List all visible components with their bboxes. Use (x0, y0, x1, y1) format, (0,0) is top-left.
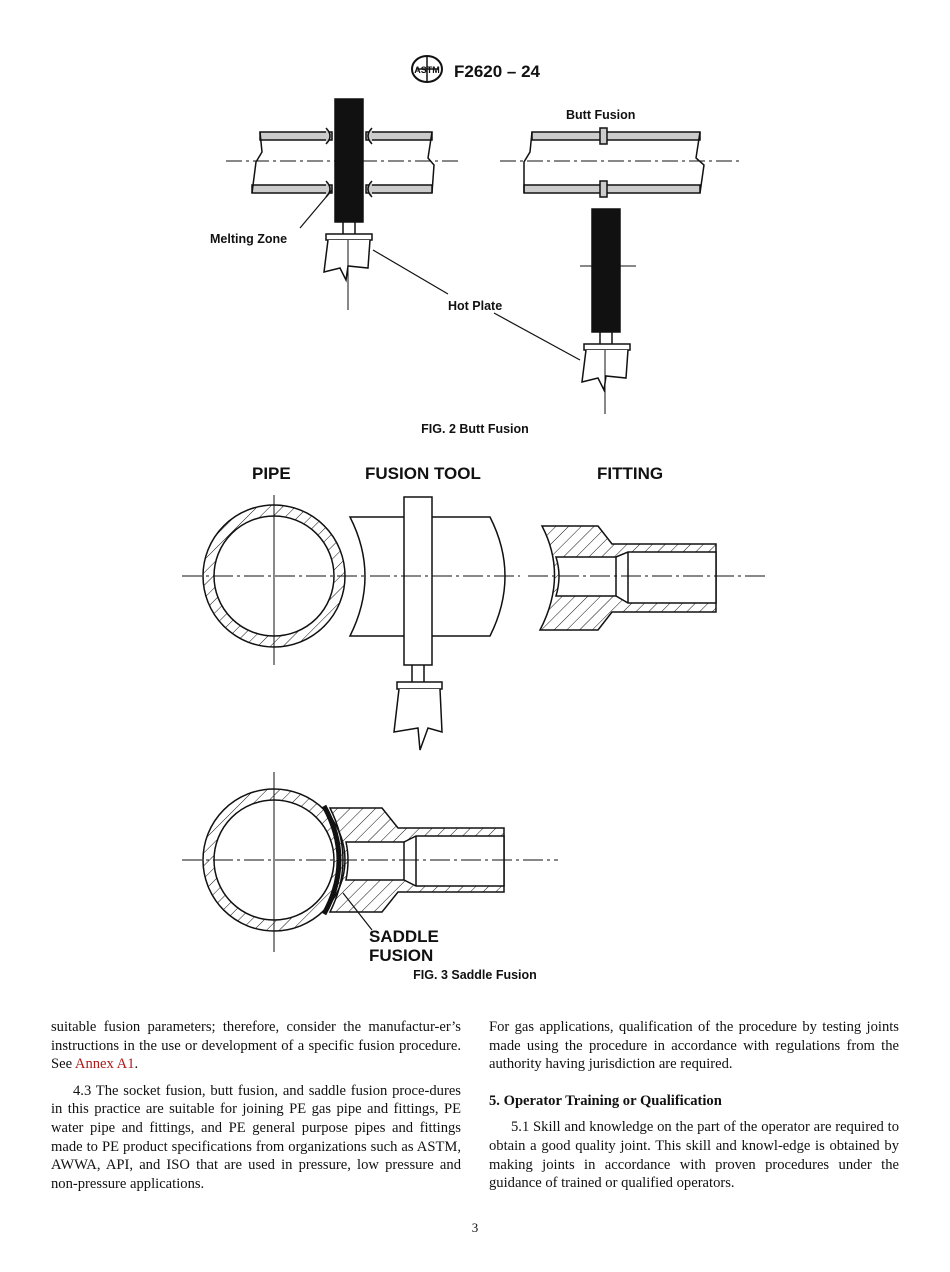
right-paragraph-1: For gas applications, qualification of t… (489, 1019, 899, 1073)
hot-plate-label: Hot Plate (448, 299, 502, 313)
fig2-caption: FIG. 2 Butt Fusion (421, 422, 529, 436)
figures-drawing: Melting Zone Butt Fusion Hot Plate PIPE … (182, 98, 768, 965)
right-paragraph-2: 5.1 Skill and knowledge on the part of t… (489, 1119, 899, 1192)
standard-code: F2620 – 24 (453, 61, 540, 81)
fusion-label: FUSION (369, 946, 433, 965)
fig2-left-assembly (226, 98, 462, 310)
fig3-fitting (528, 525, 768, 631)
page-number: 3 (471, 1220, 479, 1235)
left-column: suitable fusion parameters; therefore, c… (51, 1018, 461, 1201)
fusion-tool-label: FUSION TOOL (365, 464, 481, 483)
left-paragraph-2: 4.3 The socket fusion, butt fusion, and … (51, 1082, 461, 1192)
melting-zone-label: Melting Zone (210, 232, 287, 246)
page-header: ASTM F2620 – 24 (0, 54, 950, 89)
left-paragraph-1: suitable fusion parameters; therefore, c… (51, 1018, 461, 1074)
fig3-saddle-assembly (182, 772, 558, 952)
svg-text:ASTM: ASTM (414, 65, 440, 75)
butt-fusion-label: Butt Fusion (566, 108, 635, 122)
astm-logo-icon: ASTM (410, 54, 444, 89)
saddle-label: SADDLE (369, 927, 439, 946)
annex-a1-link[interactable]: Annex A1 (74, 1056, 135, 1073)
section-5-heading: 5. Operator Training or Qualification (489, 1092, 722, 1109)
fig3-fusion-tool (348, 496, 520, 751)
fitting-label: FITTING (597, 464, 663, 483)
pipe-label: PIPE (252, 464, 291, 483)
left-p1-end: . (134, 1056, 139, 1073)
fig2-right-assembly (500, 127, 740, 414)
left-p1-text: suitable fusion parameters; therefore, c… (51, 1019, 461, 1073)
fig3-pipe (182, 495, 370, 665)
fig3-caption: FIG. 3 Saddle Fusion (413, 968, 537, 982)
right-column: For gas applications, qualification of t… (489, 1018, 899, 1201)
